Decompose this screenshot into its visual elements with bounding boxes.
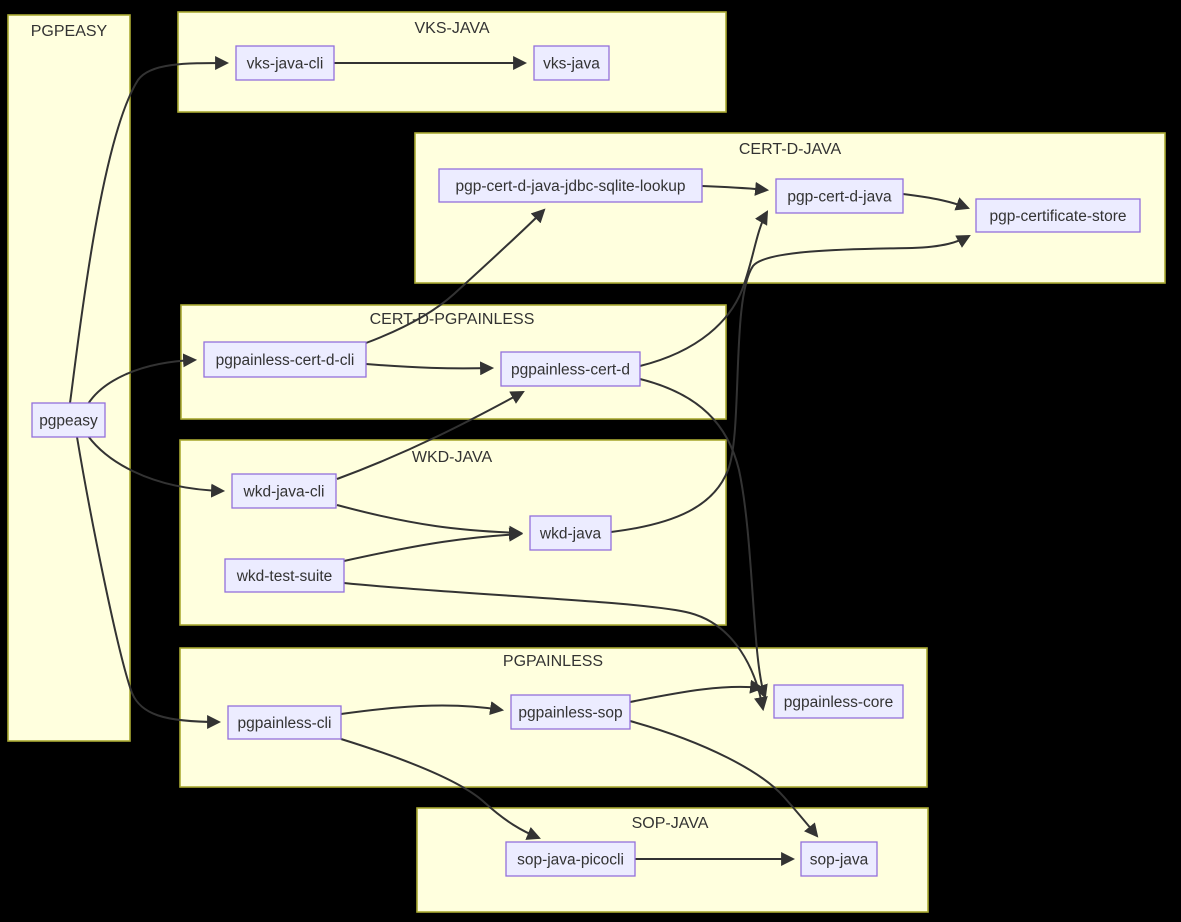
edge-pgpainless-cert-d-to-pgpainless-core (639, 378, 768, 699)
edge-pgpainless-cli-to-sop-java-picocli (340, 738, 541, 840)
node-label-pgpainless-sop: pgpainless-sop (518, 705, 622, 722)
node-label-pgpainless-cli: pgpainless-cli (238, 715, 332, 732)
edge-pgpainless-cli-to-pgpainless-sop (340, 701, 505, 716)
cluster-label-cert-d-java-group: CERT-D-JAVA (739, 141, 842, 158)
node-sop-java-picocli (505, 841, 636, 877)
cluster-label-sop-java-group: SOP-JAVA (632, 815, 709, 832)
edge-wkd-test-suite-to-pgpainless-core (343, 582, 768, 712)
node-label-wkd-java-cli: wkd-java-cli (243, 484, 325, 501)
edge-pgpainless-cert-d-to-pgp-cert-d-java (639, 210, 769, 367)
node-label-wkd-java: wkd-java (539, 526, 602, 543)
edge-pgpainless-cert-d-cli-to-pgpainless-cert-d (365, 361, 495, 376)
node-label-vks-java-cli: vks-java-cli (247, 56, 324, 73)
node-label-pgp-certificate-store: pgp-certificate-store (990, 208, 1127, 225)
node-pgpainless-cert-d-cli (203, 341, 367, 378)
node-pgpainless-cli (227, 705, 342, 740)
node-label-pgp-cert-d-java-jdbc-sqlite-lookup: pgp-cert-d-java-jdbc-sqlite-lookup (455, 178, 685, 195)
cluster-label-wkd-java-group: WKD-JAVA (412, 449, 493, 466)
edge-pgpainless-sop-to-pgpainless-core (629, 679, 765, 703)
clusters-layer: PGPEASY VKS-JAVA CERT-D-JAVA CERT-D-PGPAINL… (7, 11, 1166, 913)
cluster-label-pgpeasy-group: PGPEASY (31, 23, 108, 40)
node-sop-java (800, 841, 878, 877)
node-label-sop-java: sop-java (810, 852, 869, 869)
node-pgp-cert-d-java-jdbc-sqlite-lookup (438, 168, 703, 203)
edge-pgpainless-sop-to-sop-java (629, 720, 819, 838)
edge-wkd-java-cli-to-pgpainless-cert-d (336, 390, 525, 480)
node-label-pgpainless-cert-d-cli: pgpainless-cert-d-cli (216, 352, 355, 369)
cluster-label-vks-java-group: VKS-JAVA (415, 20, 490, 37)
edge-pgpeasy-to-vks-java-cli (69, 56, 230, 404)
node-pgpainless-sop (510, 694, 631, 730)
node-wkd-java (529, 515, 612, 551)
edge-wkd-java-cli-to-wkd-java (336, 504, 524, 540)
node-pgpainless-cert-d (500, 351, 641, 387)
edge-pgpeasy-to-pgpainless-cli (76, 436, 222, 729)
node-label-pgpainless-cert-d: pgpainless-cert-d (511, 362, 630, 379)
cluster-wkd-java-group (179, 439, 727, 626)
cluster-pgpeasy-group (7, 14, 131, 742)
node-label-sop-java-picocli: sop-java-picocli (517, 852, 624, 869)
edge-wkd-java-to-pgp-certificate-store (610, 234, 971, 533)
node-wkd-java-cli (231, 473, 337, 509)
edge-pgpeasy-to-pgpainless-cert-d-cli (87, 353, 198, 405)
node-label-pgp-cert-d-java: pgp-cert-d-java (787, 189, 892, 206)
node-vks-java (533, 45, 610, 81)
node-vks-java-cli (235, 45, 335, 81)
edge-pgpeasy-to-wkd-java-cli (87, 435, 226, 498)
edge-pgp-cert-d-java-jdbc-sqlite-lookup-to-pgp-cert-d-java (701, 181, 770, 196)
node-label-wkd-test-suite: wkd-test-suite (236, 568, 333, 585)
node-label-vks-java: vks-java (543, 56, 600, 73)
node-pgp-certificate-store (975, 198, 1141, 233)
edges-layer (69, 56, 971, 866)
node-pgpainless-core (773, 684, 904, 719)
nodes-layer: pgpeasy vks-java-cli vks-java pgp-cert-d-ja… (31, 45, 1141, 877)
edge-wkd-test-suite-to-wkd-java (343, 527, 524, 562)
node-pgp-cert-d-java (775, 178, 904, 214)
cluster-label-pgpainless-group: PGPAINLESS (503, 653, 603, 670)
node-pgpeasy (31, 402, 106, 438)
node-label-pgpeasy: pgpeasy (39, 413, 98, 430)
edge-pgpainless-cert-d-cli-to-pgp-cert-d-java-jdbc-sqlite-lookup (365, 208, 546, 344)
node-wkd-test-suite (224, 558, 345, 593)
cluster-label-cert-d-pgpainless-group: CERT-D-PGPAINLESS (370, 311, 535, 328)
node-label-pgpainless-core: pgpainless-core (784, 694, 893, 711)
edge-pgp-cert-d-java-to-pgp-certificate-store (902, 193, 970, 211)
